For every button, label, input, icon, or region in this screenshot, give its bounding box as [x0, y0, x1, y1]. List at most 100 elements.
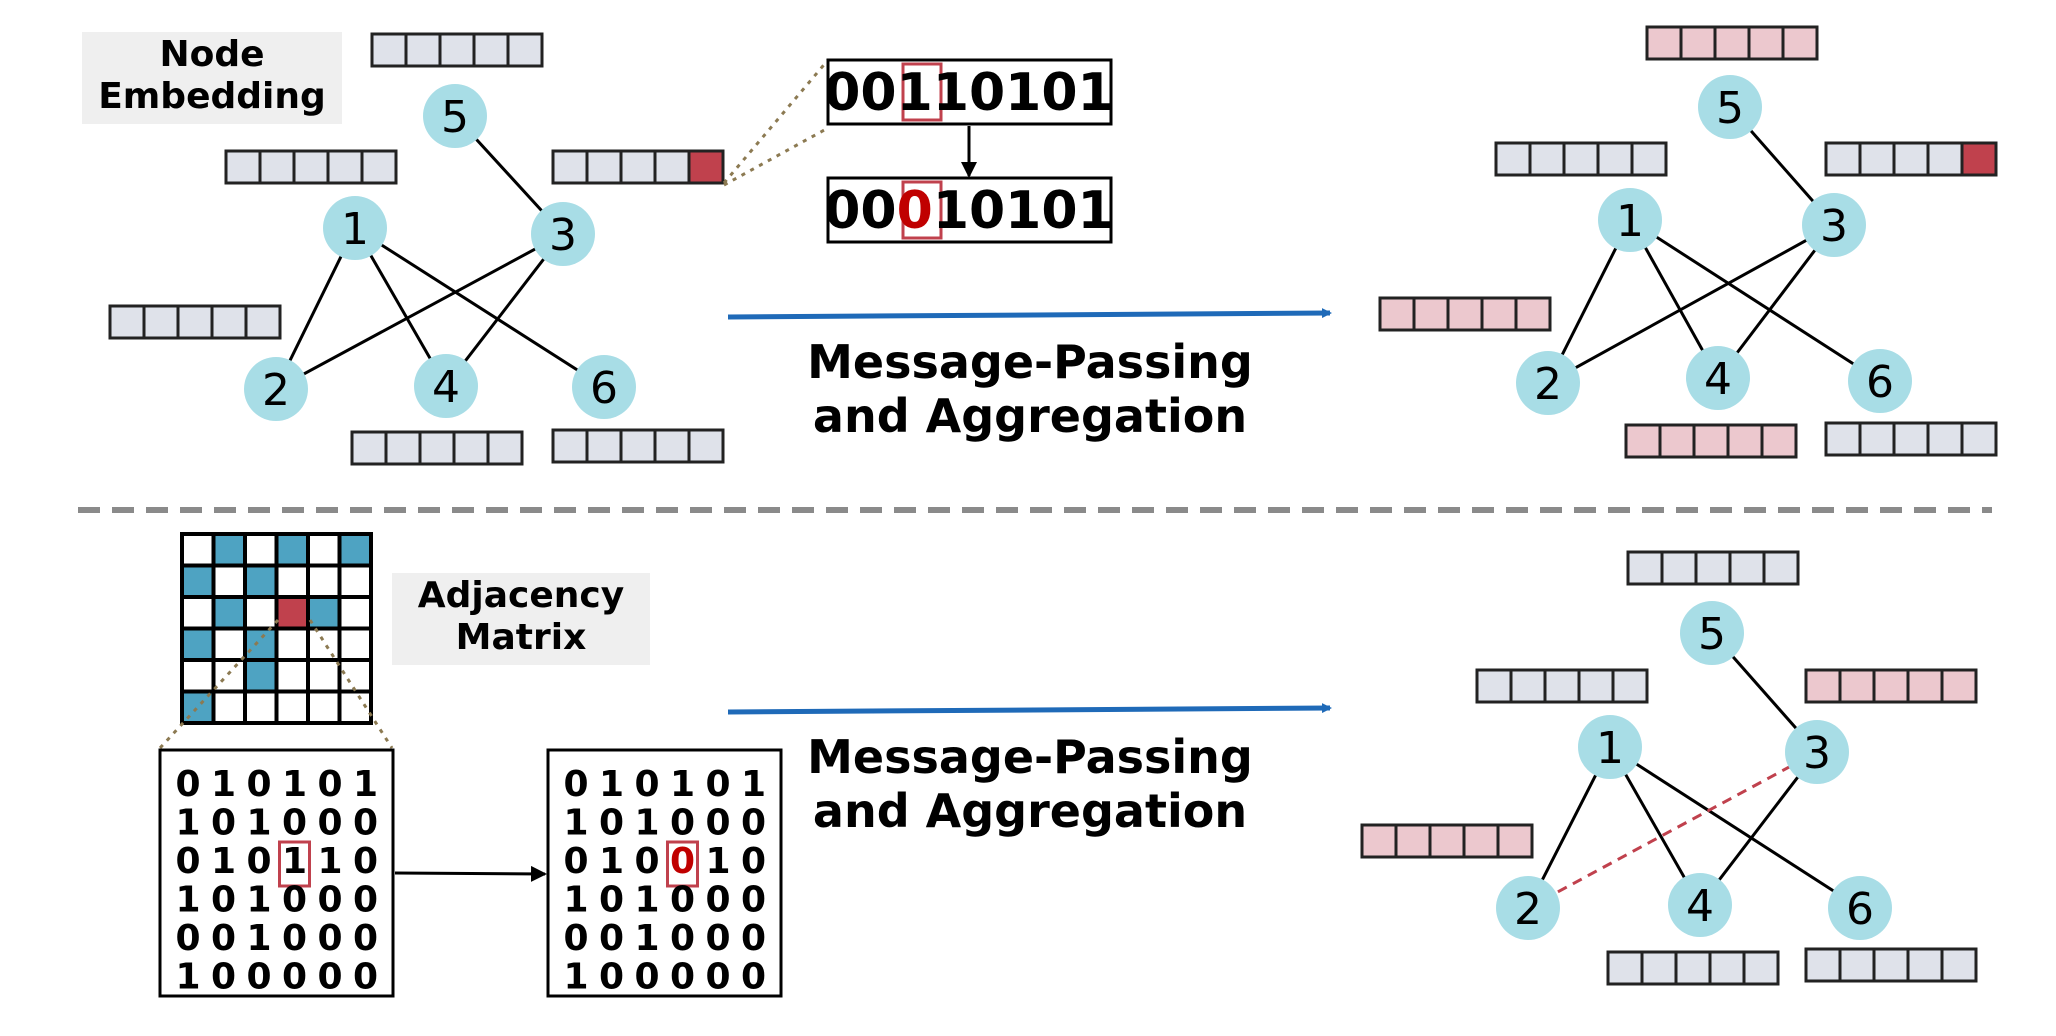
embedding-cell: [1838, 947, 1876, 983]
removed-edge: [1527, 750, 1818, 910]
embedding-cell: [1926, 421, 1964, 457]
adjacency-matrix-label-line1: Adjacency: [418, 575, 624, 616]
matrix-cell: [306, 595, 342, 631]
matrix-cell: [211, 563, 247, 599]
matrix-cell: [274, 563, 310, 599]
matrix-entry: 0: [705, 803, 730, 844]
message-passing-arrow: [727, 703, 1332, 715]
matrix-cell: [337, 658, 373, 694]
embedding-cell: [1940, 668, 1978, 704]
graph-node-label: 1: [1596, 723, 1624, 774]
embedding-cell: [1858, 421, 1896, 457]
embedding-vector: [1645, 25, 1819, 61]
embedding-cell: [1824, 141, 1862, 177]
graph-node-3: [531, 202, 595, 266]
embedding-cell: [1640, 950, 1678, 986]
embedding-cell: [1509, 668, 1547, 704]
embedding-cell: [1858, 141, 1896, 177]
graph-node-6: [572, 355, 636, 419]
graph-node-4: [1686, 346, 1750, 410]
embedding-cell: [1838, 668, 1876, 704]
graph-node-2: [1516, 351, 1580, 415]
flipped-entry-box: [666, 840, 699, 888]
matrix-entry: 1: [175, 957, 200, 998]
graph-node-2: [244, 357, 308, 421]
graph-edge: [1609, 745, 1861, 910]
flipped-entry-box: [278, 840, 311, 888]
embedding-cell: [1462, 823, 1500, 859]
graph-edge: [354, 226, 605, 389]
graph-node-1: [323, 196, 387, 260]
matrix-entry: 0: [634, 957, 659, 998]
matrix-entry: 0: [599, 880, 624, 921]
matrix-entry: 0: [175, 764, 200, 805]
embedding-cell: [619, 428, 657, 464]
matrix-entry: 0: [705, 918, 730, 959]
svg-text:00010101: 00010101: [824, 181, 1113, 241]
embedding-cell: [1940, 947, 1978, 983]
matrix-cell: [337, 626, 373, 662]
embedding-cell: [585, 149, 623, 185]
embedding-cell: [1694, 550, 1732, 586]
embedding-cell: [1692, 423, 1730, 459]
matrix-entry: 0: [563, 764, 588, 805]
graph-node-label: 2: [1514, 884, 1542, 935]
flip-arrow: [394, 865, 547, 882]
embedding-cell: [1624, 423, 1662, 459]
graph-edge: [1698, 751, 1819, 906]
graph-node-label: 5: [1716, 83, 1744, 134]
matrix-entry: 0: [246, 957, 271, 998]
matrix-cell: [243, 563, 279, 599]
graph-edge: [1629, 218, 1881, 383]
matrix-entry: 1: [175, 880, 200, 921]
graph-node-label: 1: [341, 204, 369, 255]
embedding-cell: [1708, 950, 1746, 986]
matrix-entry: 0: [317, 803, 342, 844]
embedding-vector: [370, 32, 544, 68]
adjacency-matrix-label-line2: Matrix: [456, 617, 587, 658]
matrix-entry: 1: [599, 764, 624, 805]
matrix-cell: [243, 689, 279, 725]
embedding-cell: [1804, 668, 1842, 704]
bit-suffix: 10101: [933, 181, 1114, 241]
embedding-cell: [176, 304, 214, 340]
node-embedding-label-line1: Node: [159, 34, 264, 75]
embedding-cell: [210, 304, 248, 340]
embedding-cell: [653, 428, 691, 464]
matrix-cell: [274, 595, 310, 631]
matrix-entry: 0: [211, 918, 236, 959]
embedding-cell: [1892, 141, 1930, 177]
matrix-cell: [180, 658, 216, 694]
embedding-vector: [1824, 421, 1998, 457]
matrix-entry: 0: [563, 918, 588, 959]
matrix-entry: 1: [317, 841, 342, 882]
matrix-cell: [211, 658, 247, 694]
matrix-entry: 1: [211, 764, 236, 805]
matrix-entry: 0: [282, 803, 307, 844]
svg-text:00110101: 00110101: [824, 63, 1113, 123]
matrix-cell: [211, 532, 247, 568]
embedding-cell: [1378, 296, 1416, 332]
matrix-entry: 0: [670, 880, 695, 921]
matrix-entry: 0: [599, 957, 624, 998]
embedding-cell: [486, 430, 524, 466]
matrix-entry: 0: [741, 880, 766, 921]
embedding-cell: [384, 430, 422, 466]
matrix-entry: 0: [741, 803, 766, 844]
embedding-cell: [244, 304, 282, 340]
flipped-bit: 1: [897, 63, 933, 123]
matrix-cell: [243, 595, 279, 631]
matrix-entry: 1: [599, 841, 624, 882]
bitstring-before: 00110101: [824, 58, 1114, 126]
matrix-cell: [274, 658, 310, 694]
matrix-entry: 0: [282, 957, 307, 998]
matrix-entry: 0: [670, 918, 695, 959]
embedding-vector: [1804, 668, 1978, 704]
flipped-bit: 0: [897, 181, 933, 241]
matrix-entry: 1: [563, 880, 588, 921]
matrix-entry: 0: [670, 957, 695, 998]
matrix-entry: 1: [246, 880, 271, 921]
embedding-vector: [108, 304, 282, 340]
matrix-entry: 0: [670, 803, 695, 844]
